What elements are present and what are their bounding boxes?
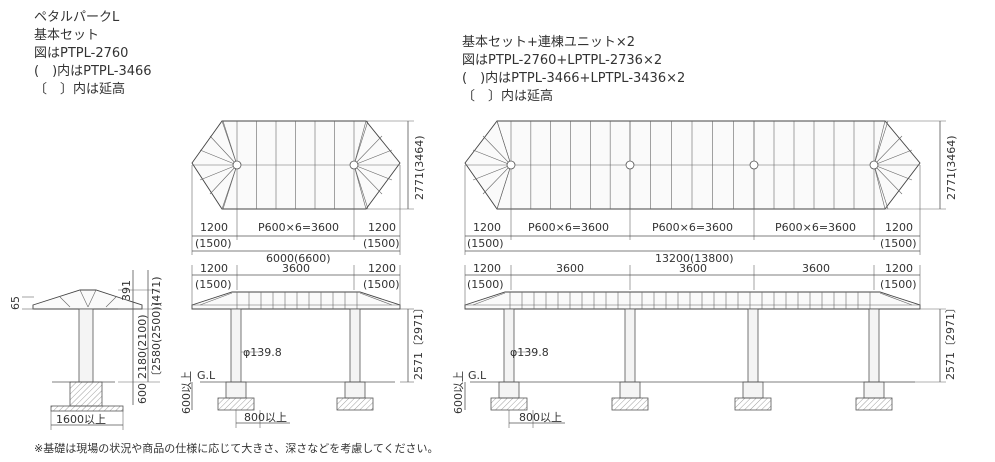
plan-right-mid-2: P600×6=3600 bbox=[652, 221, 733, 234]
roof-rib bbox=[222, 164, 238, 210]
roof-rib bbox=[353, 120, 369, 166]
roof-rib bbox=[353, 135, 383, 166]
front-left-end-a-alt: (1500) bbox=[195, 278, 232, 291]
left-header-line3: 図はPTPL-2760 bbox=[34, 46, 128, 61]
front-right-end-b-alt: (1500) bbox=[880, 278, 917, 291]
side-top-h: 391 bbox=[120, 280, 133, 301]
footnote: ※基礎は現場の状況や商品の仕様に応じて大きさ、深さなどを考慮してください。 bbox=[34, 441, 439, 455]
left-header: ペタルパークL 基本セット 図はPTPL-2760 ( )内はPTPL-3466… bbox=[34, 10, 152, 97]
roof-rib bbox=[482, 135, 512, 166]
plan-left-mid: P600×6=3600 bbox=[258, 221, 339, 234]
front-left-end-b-alt: (1500) bbox=[363, 278, 400, 291]
front-right-mid-2: 3600 bbox=[679, 262, 707, 275]
front-right-end-b: 1200 bbox=[885, 262, 913, 275]
front-right-mid-3: 3600 bbox=[802, 262, 830, 275]
plan-view-left: 2771(3464) 1200 P600×6=3600 1200 (1500) … bbox=[191, 120, 426, 265]
side-found-width: 1600以上 bbox=[56, 413, 106, 426]
roof-rib bbox=[873, 164, 903, 195]
roof-rib bbox=[873, 164, 886, 210]
front-left-post-dia: φ139.8 bbox=[243, 346, 282, 359]
roof-rib bbox=[353, 164, 383, 195]
roof-rib bbox=[199, 292, 233, 306]
roof-rib bbox=[359, 292, 393, 306]
right-header-line1: 基本セット+連棟ユニット×2 bbox=[462, 35, 635, 50]
right-header-line3: ( )内はPTPL-3466+LPTPL-3436×2 bbox=[462, 70, 685, 86]
plan-left-end-b-alt: (1500) bbox=[363, 237, 400, 250]
roof-rib bbox=[482, 164, 512, 195]
plan-left-end-b: 1200 bbox=[368, 221, 396, 234]
roof-rib bbox=[472, 292, 506, 306]
roof-rib bbox=[496, 164, 512, 210]
roof-rib bbox=[209, 135, 238, 166]
side-found-depth: 600 bbox=[136, 383, 149, 404]
front-right-height: 2571〔2971〕 bbox=[944, 302, 957, 380]
roof-rib bbox=[472, 164, 512, 181]
plan-left-total: 6000(6600) bbox=[266, 252, 331, 265]
side-eave: 65 bbox=[9, 296, 22, 310]
roof-rib bbox=[199, 164, 238, 181]
plan-left-end-a: 1200 bbox=[200, 221, 228, 234]
roof-rib bbox=[353, 164, 369, 210]
front-right-mid-1: 3600 bbox=[556, 262, 584, 275]
roof-rib bbox=[873, 135, 903, 166]
front-left-mid: 3600 bbox=[282, 262, 310, 275]
plan-right-mid-3: P600×6=3600 bbox=[775, 221, 856, 234]
plan-view-right: 2771(3464) 1200 P600×6=3600 P600×6=3600 … bbox=[464, 120, 958, 265]
front-right-found-depth: 600以上 bbox=[452, 371, 465, 414]
left-header-line2: 基本セット bbox=[34, 28, 99, 43]
roof-rib bbox=[873, 164, 889, 210]
roof-rib bbox=[353, 120, 367, 166]
right-header: 基本セット+連棟ユニット×2 図はPTPL-2760+LPTPL-2736×2 … bbox=[462, 35, 685, 104]
plan-right-mid-1: P600×6=3600 bbox=[528, 221, 609, 234]
roof-rib bbox=[496, 120, 512, 166]
front-right-post-dia: φ139.8 bbox=[510, 346, 549, 359]
roof-rib bbox=[199, 149, 238, 166]
roof-rib bbox=[209, 164, 238, 195]
roof-rib bbox=[353, 164, 367, 210]
roof-rib bbox=[353, 149, 393, 166]
plan-right-end-a: 1200 bbox=[473, 221, 501, 234]
roof-rib bbox=[879, 292, 913, 306]
roof-rib bbox=[873, 164, 913, 181]
roof-rib bbox=[222, 120, 238, 166]
front-left-end-a: 1200 bbox=[200, 262, 228, 275]
front-left-found-depth: 600以上 bbox=[180, 371, 193, 414]
left-header-line5: 〔 〕内は延高 bbox=[34, 81, 125, 97]
left-header-line1: ペタルパークL bbox=[34, 10, 120, 25]
plan-right-end-a-alt: (1500) bbox=[467, 237, 504, 250]
front-elevation-right: 1200 3600 3600 3600 1200 (1500) (1500) φ… bbox=[452, 262, 957, 428]
front-right-gl: G.L bbox=[468, 369, 487, 382]
plan-right-total: 13200(13800) bbox=[655, 252, 734, 265]
left-header-line4: ( )内はPTPL-3466 bbox=[34, 63, 152, 79]
front-left-gl: G.L bbox=[197, 369, 216, 382]
front-right-end-a-alt: (1500) bbox=[467, 278, 504, 291]
front-right-found-spacing: 800以上 bbox=[519, 411, 562, 424]
right-header-line4: 〔 〕内は延高 bbox=[462, 88, 553, 104]
front-elevation-left: 1200 3600 1200 (1500) (1500) φ139.8 G.L … bbox=[180, 262, 425, 428]
roof-rib bbox=[873, 120, 889, 166]
roof-rib bbox=[873, 120, 886, 166]
front-left-found-spacing: 800以上 bbox=[244, 411, 287, 424]
right-header-line2: 図はPTPL-2760+LPTPL-2736×2 bbox=[462, 53, 662, 68]
roof-rib bbox=[472, 149, 512, 166]
plan-left-end-a-alt: (1500) bbox=[195, 237, 232, 250]
roof-rib bbox=[873, 149, 913, 166]
plan-right-depth: 2771(3464) bbox=[945, 135, 958, 200]
front-left-end-b: 1200 bbox=[368, 262, 396, 275]
side-elevation: 65 391 (471) 2180(2100) 〔2580(2500)〕 600… bbox=[9, 270, 163, 430]
side-top-h-alt: (471) bbox=[150, 276, 163, 306]
plan-right-end-b: 1200 bbox=[885, 221, 913, 234]
roof-rib bbox=[353, 164, 393, 181]
side-height: 2180(2100) bbox=[136, 314, 149, 379]
side-height-ext: 〔2580(2500)〕 bbox=[150, 295, 163, 382]
front-left-height: 2571〔2971〕 bbox=[412, 302, 425, 380]
front-right-end-a: 1200 bbox=[473, 262, 501, 275]
plan-left-depth: 2771(3464) bbox=[413, 135, 426, 200]
plan-right-end-b-alt: (1500) bbox=[880, 237, 917, 250]
